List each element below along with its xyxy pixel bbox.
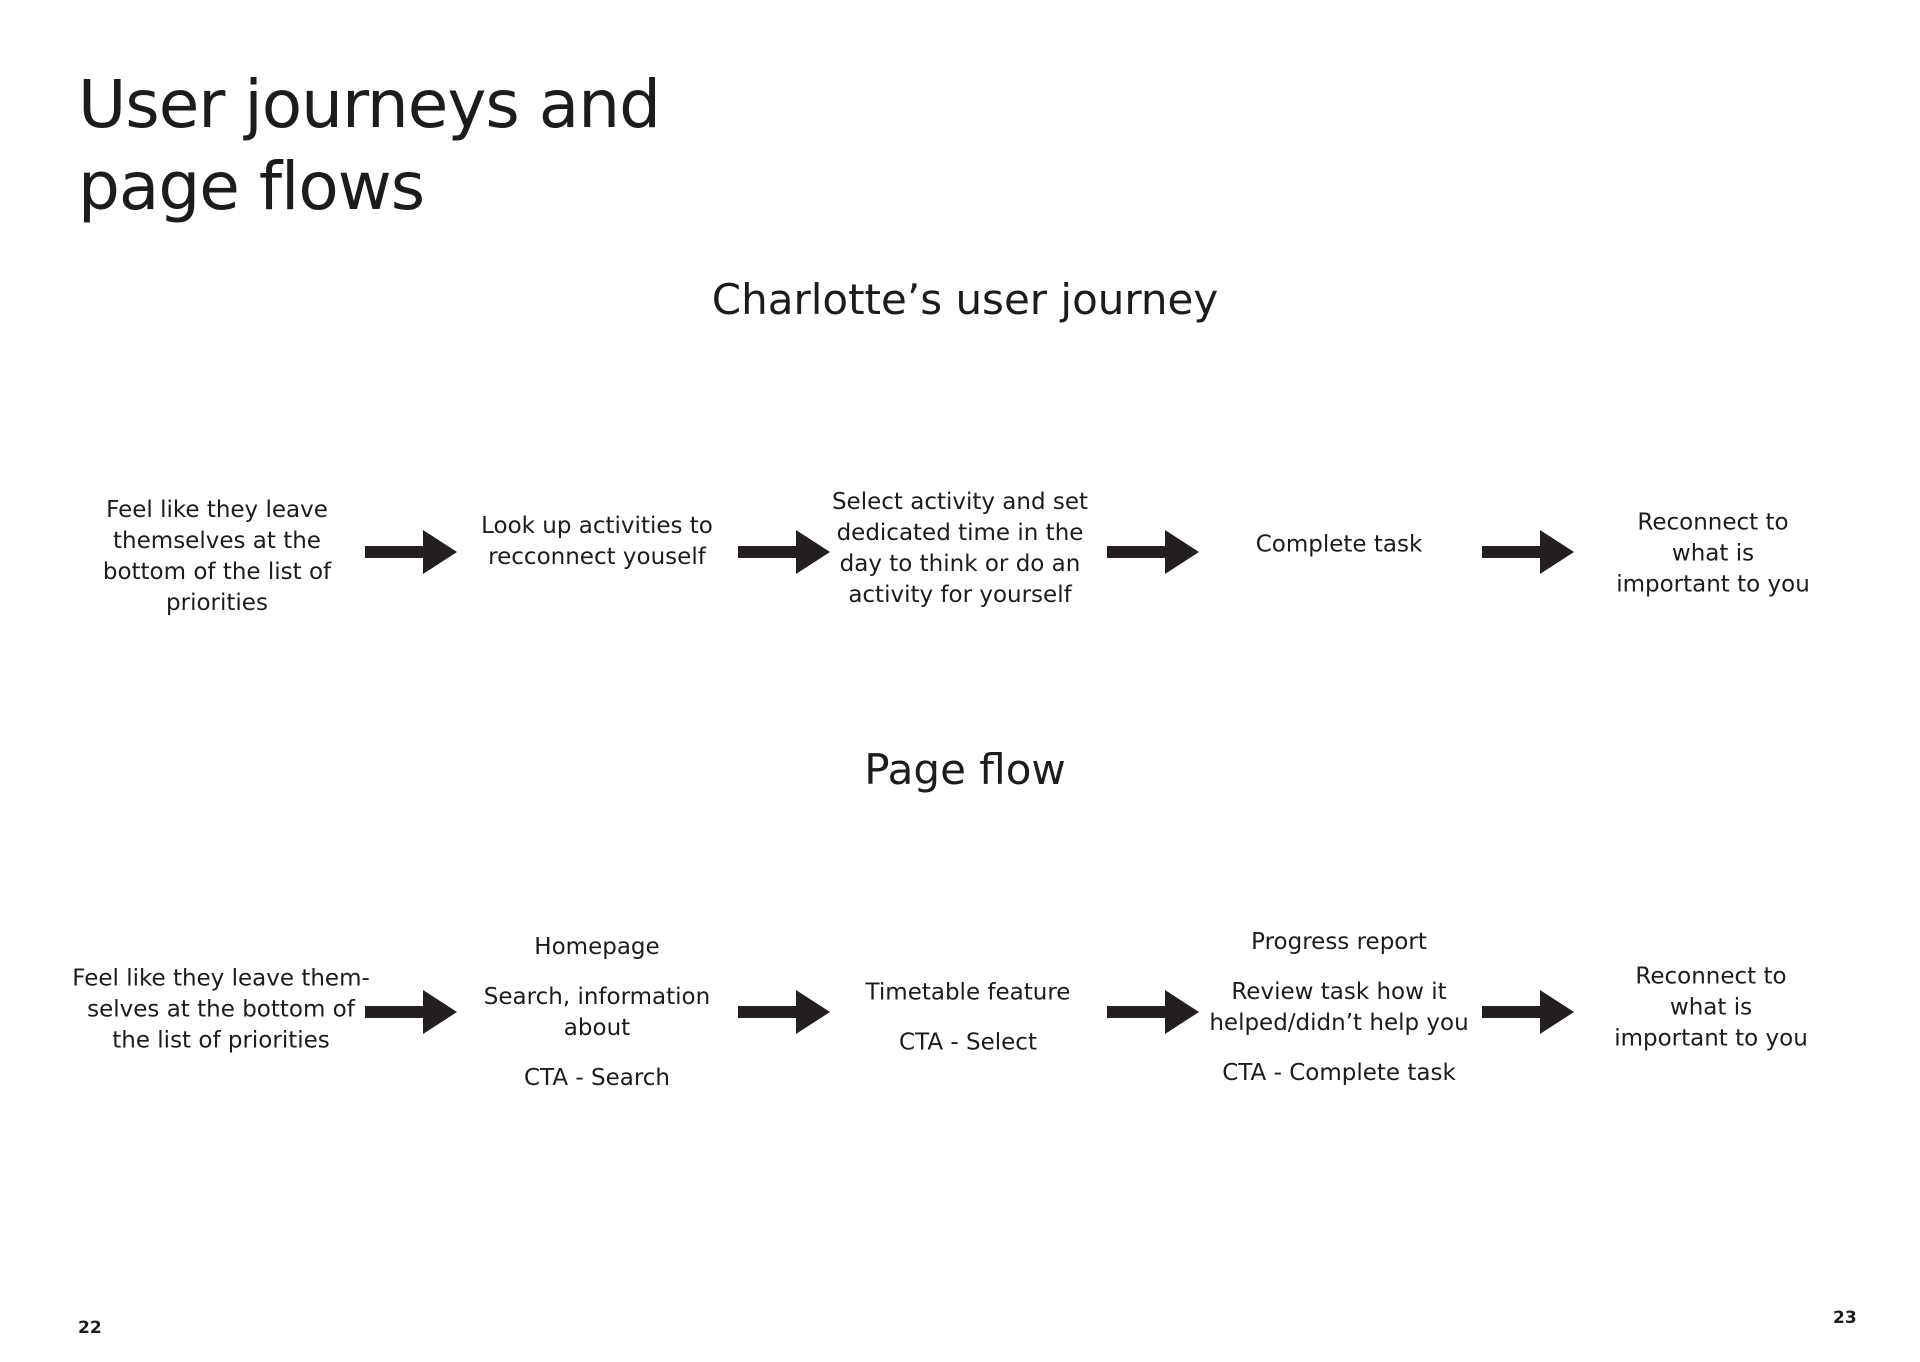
flow-step-body-line: Search, information [483,984,711,1010]
flow-step-progress-report: Progress report Review task how it helpe… [1209,927,1468,1089]
journey-step-5-line: important to you [1616,571,1810,598]
right-arrow-icon [1482,990,1574,1034]
page-title: User journeys and page flows [78,66,661,225]
journey-step-1-line: bottom of the list of [102,559,332,585]
flow-step-heading: Timetable feature [865,979,1071,1006]
journey-step-1-line: Feel like they leave [106,497,328,523]
flow-step-body-line: about [563,1015,631,1041]
page-number-right: 23 [1833,1308,1857,1328]
journey-step-1-line: themselves at the [113,528,321,554]
journey-step-3-line: day to think or do an [839,551,1081,577]
journey-step-1: Feel like they leave themselves at the b… [103,495,331,619]
journey-step-4-line: Complete task [1255,531,1423,558]
flow-step-1-line: the list of priorities [112,1027,330,1054]
journey-step-3: Select activity and set dedicated time i… [832,487,1088,611]
journey-step-2-line: Look up activities to [481,513,713,539]
page-number-left: 22 [78,1318,102,1338]
flow-step-heading: Homepage [534,934,660,960]
journey-step-1-line: priorities [166,590,268,616]
flow-title: Page flow [864,745,1066,794]
right-arrow-icon [365,990,457,1034]
journey-step-4: Complete task [1256,530,1423,561]
journey-step-2-line: recconnect youself [488,544,706,570]
flow-step-5: Reconnect to what is important to you [1607,962,1816,1055]
right-arrow-icon [738,990,830,1034]
journey-step-3-line: Select activity and set [831,489,1089,515]
right-arrow-icon [738,530,830,574]
flow-step-1-line: Feel like they leave them- [72,965,370,992]
journey-title: Charlotte’s user journey [711,275,1219,324]
journey-step-5: Reconnect to what is important to you [1610,508,1817,601]
flow-step-body-line: Review task how it [1231,979,1447,1005]
flow-step-homepage: Homepage Search, information about CTA -… [484,932,710,1094]
flow-step-body-line: helped/didn’t help you [1209,1010,1469,1036]
flow-step-cta: CTA - Search [523,1065,670,1091]
right-arrow-icon [1107,990,1199,1034]
flow-step-cta: CTA - Select [899,1029,1037,1056]
right-arrow-icon [365,530,457,574]
flow-step-1-line: selves at the bottom of [87,996,355,1023]
flow-step-heading: Progress report [1251,929,1427,955]
right-arrow-icon [1107,530,1199,574]
journey-step-3-line: dedicated time in the [836,520,1084,546]
journey-step-2: Look up activities to recconnect youself [481,511,713,573]
flow-step-cta: CTA - Complete task [1222,1060,1456,1086]
flow-step-5-line: Reconnect to what is [1635,963,1787,1021]
flow-step-timetable: Timetable feature CTA - Select [866,978,1071,1059]
journey-step-5-line: Reconnect to what is [1637,509,1789,567]
flow-step-5-line: important to you [1614,1025,1808,1052]
right-arrow-icon [1482,530,1574,574]
flow-step-1: Feel like they leave them- selves at the… [72,964,370,1057]
journey-step-3-line: activity for yourself [848,582,1072,608]
